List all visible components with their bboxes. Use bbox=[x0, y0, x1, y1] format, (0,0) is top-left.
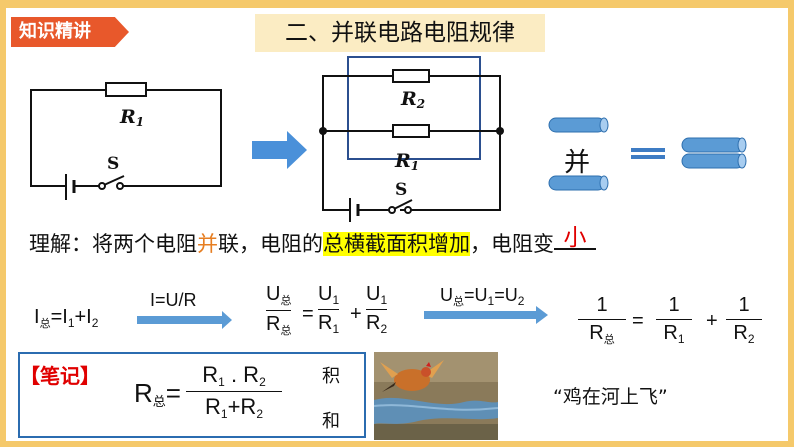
switch-contact-right bbox=[116, 182, 124, 190]
ratio-total: U总 R总 bbox=[266, 283, 292, 337]
understanding-text: 理解：将两个电阻并联，电阻的总横截面积增加，电阻变小 bbox=[29, 227, 596, 258]
formula-arrows bbox=[137, 306, 548, 329]
r2-label: R2 bbox=[401, 88, 426, 111]
switch-contact-left bbox=[98, 182, 106, 190]
formula2-plus: + bbox=[350, 303, 362, 325]
switch2-contact-right bbox=[404, 206, 412, 214]
switch-label: S bbox=[107, 154, 120, 174]
voltage-formula: U总=U1=U2 bbox=[440, 285, 525, 308]
reciprocal-1: 1 R1 bbox=[656, 294, 692, 346]
mnemonic-quote: “鸡在河上飞” bbox=[553, 386, 668, 408]
note-product-word: 积 bbox=[322, 366, 340, 387]
note-lhs: R总= bbox=[134, 378, 181, 410]
ohm-law: I=U/R bbox=[150, 290, 197, 310]
node-right bbox=[496, 127, 504, 135]
equals-bar-bottom bbox=[631, 155, 665, 159]
equals-bar-top bbox=[631, 148, 665, 152]
thin-cylinder-top bbox=[548, 117, 606, 133]
thick-cylinder-bottom bbox=[681, 153, 745, 169]
transition-arrow bbox=[252, 131, 307, 169]
section-tag: 知识精讲 bbox=[11, 17, 129, 47]
note-sum-word: 和 bbox=[322, 411, 340, 432]
ratio-2: U1 R2 bbox=[366, 283, 388, 336]
conductor-analogy bbox=[548, 117, 747, 191]
note-product-over-sum: R1 . R2 R1+R2 bbox=[186, 362, 282, 421]
series-circuit bbox=[30, 82, 222, 200]
page-title: 二、并联电路电阻规律 bbox=[255, 14, 545, 52]
switch2-contact-left bbox=[388, 206, 396, 214]
switch2-label: S bbox=[395, 180, 408, 200]
arrow-ohm bbox=[137, 311, 232, 329]
node-left bbox=[319, 127, 327, 135]
ratio-1: U1 R1 bbox=[318, 283, 340, 336]
top-border bbox=[0, 0, 794, 8]
r1-label: R1 bbox=[120, 106, 145, 129]
formula4-plus: + bbox=[706, 310, 718, 332]
r1-parallel-label: R1 bbox=[395, 150, 420, 173]
answer-blank: 小 bbox=[554, 227, 596, 250]
reciprocal-2: 1 R2 bbox=[726, 294, 762, 346]
switch2-lever bbox=[393, 199, 413, 210]
parallel-circuit bbox=[322, 56, 501, 222]
thick-cylinder-top bbox=[681, 137, 745, 153]
resistor-r1-parallel-symbol bbox=[392, 124, 430, 138]
rooster-shape bbox=[380, 360, 444, 392]
parallel-word: 并 bbox=[564, 148, 591, 178]
note-box bbox=[18, 352, 366, 438]
note-heading: 【笔记】 bbox=[20, 364, 100, 388]
switch-lever bbox=[103, 175, 125, 186]
arrow-voltage bbox=[424, 306, 548, 324]
highlight-box bbox=[347, 56, 481, 160]
resistor-r2-symbol bbox=[392, 69, 430, 83]
reciprocal-total: 1 R总 bbox=[578, 294, 626, 347]
rooster-river-photo bbox=[374, 352, 498, 440]
formula4-equals: = bbox=[632, 310, 644, 332]
current-formula: I总=I1+I2 bbox=[34, 306, 99, 330]
resistor-r1-symbol bbox=[105, 82, 147, 97]
formula2-equals: = bbox=[302, 303, 314, 325]
